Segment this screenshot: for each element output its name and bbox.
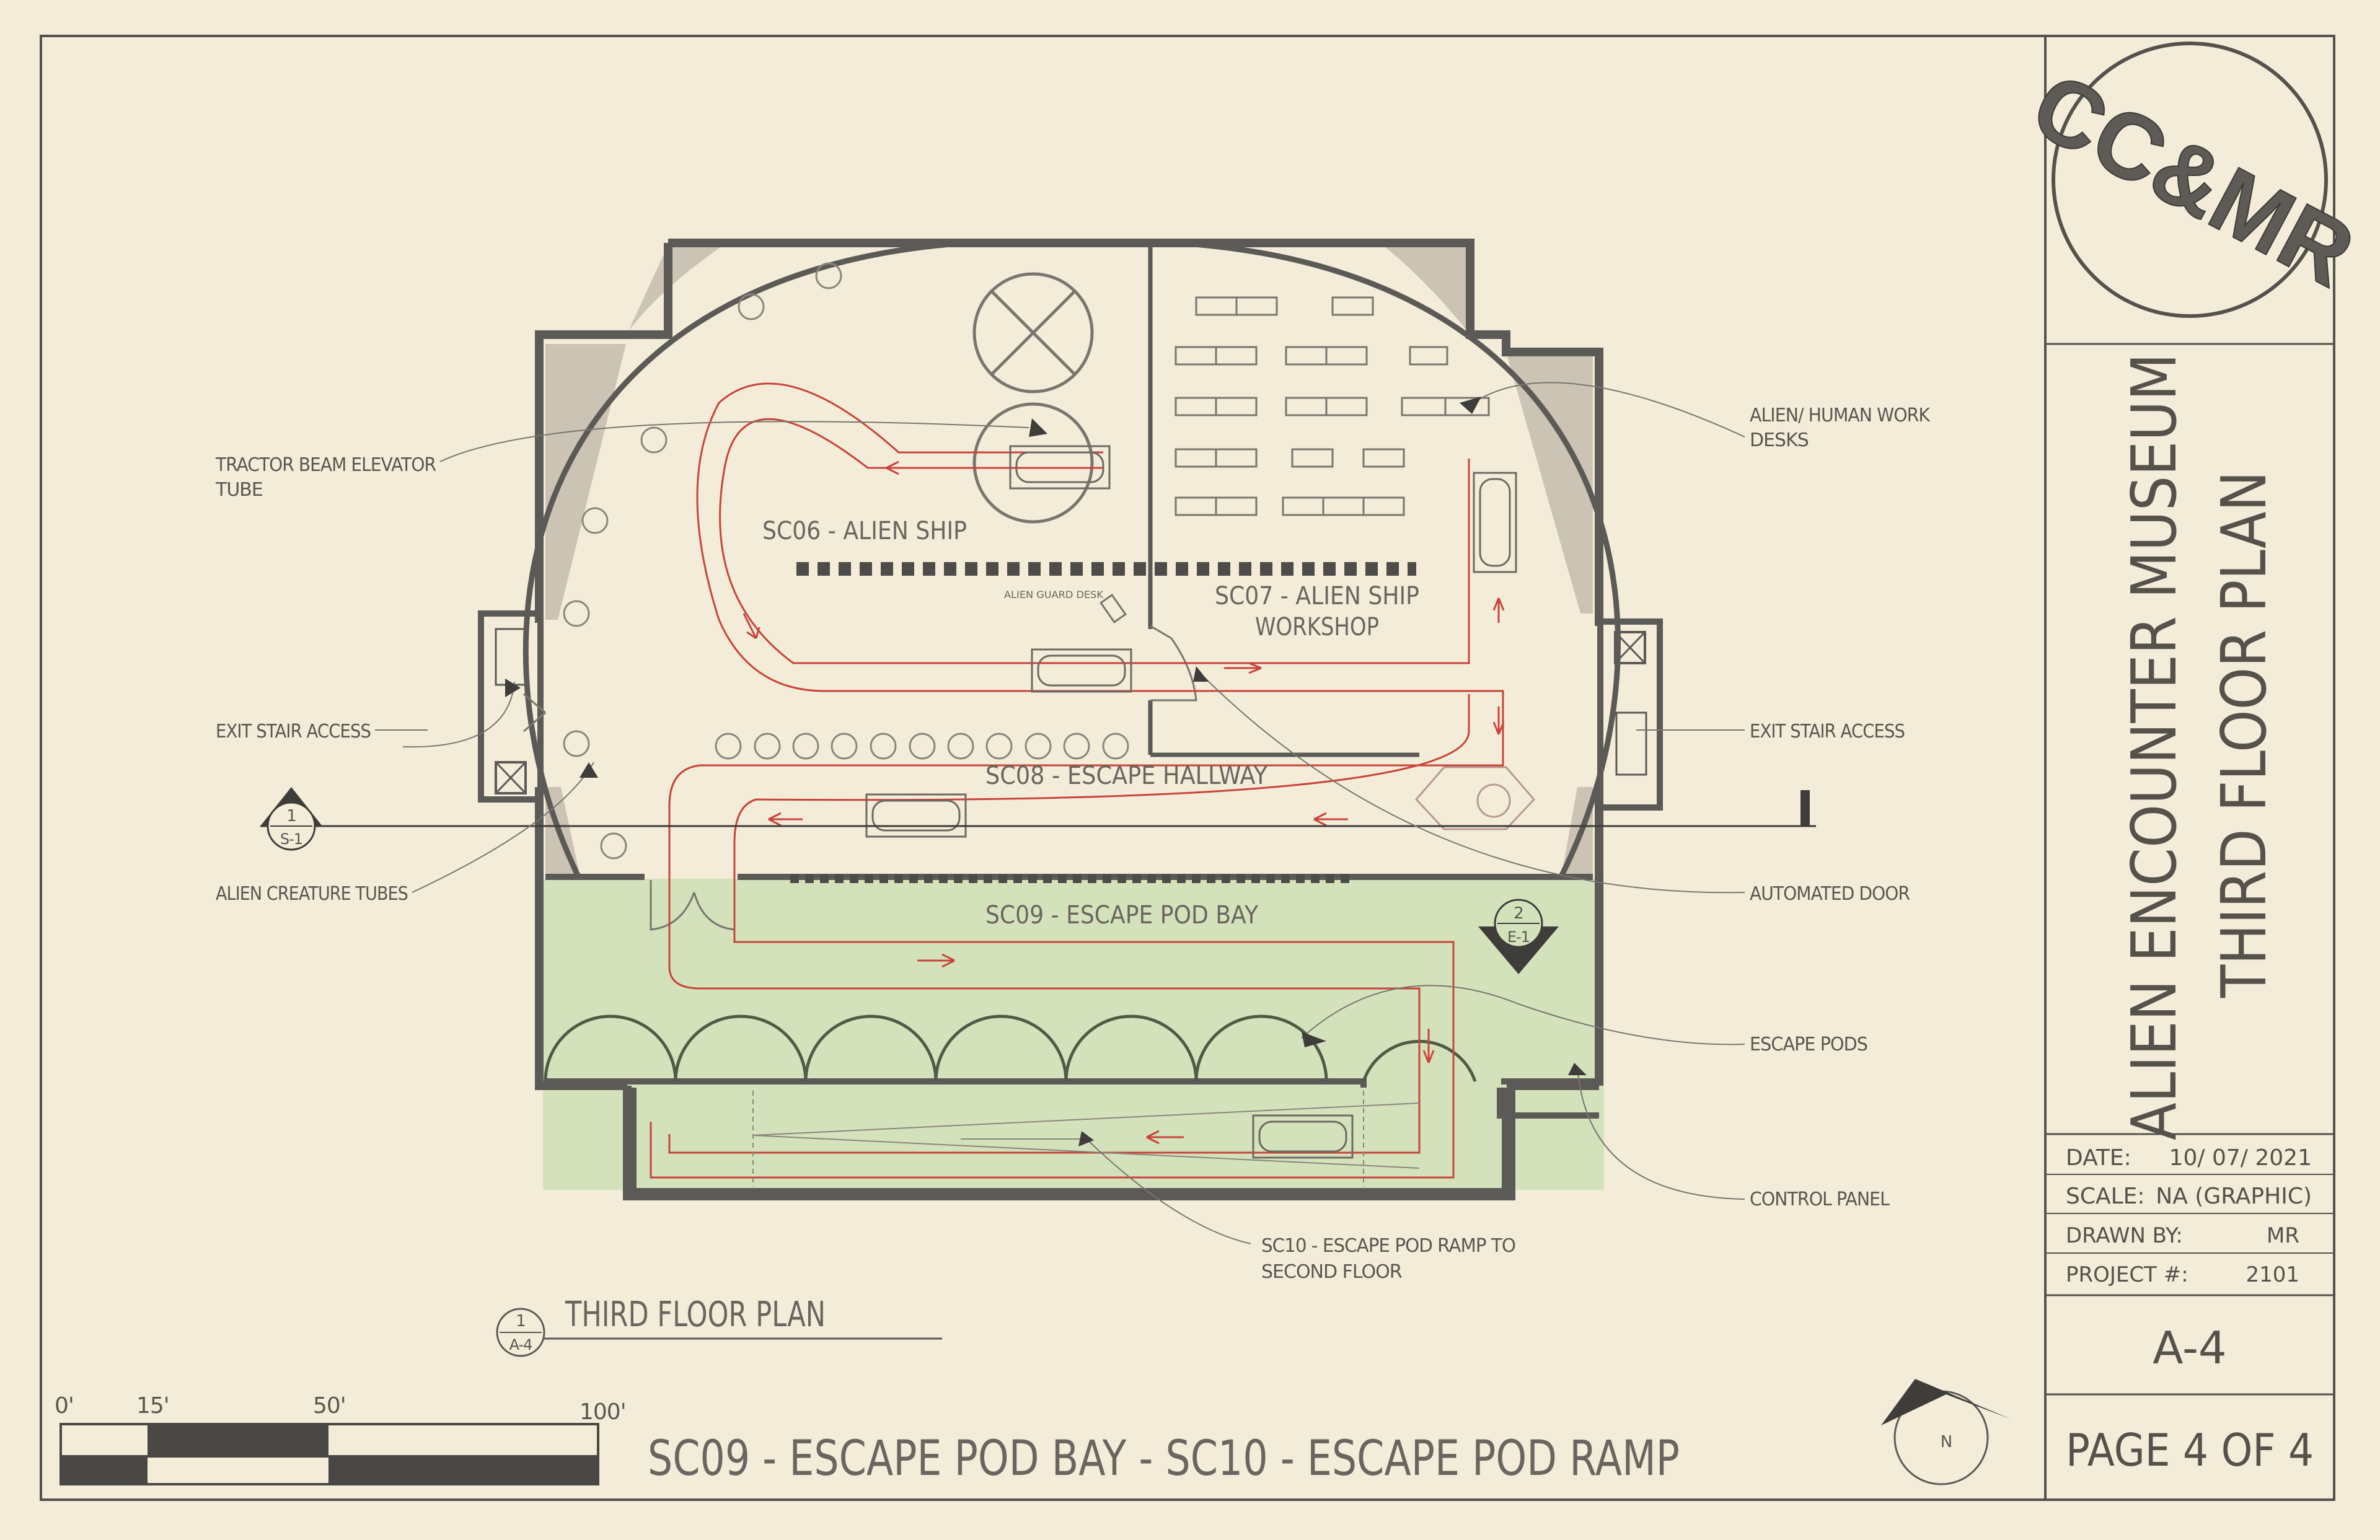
callout-creature-tubes: ALIEN CREATURE TUBES [216,883,408,905]
ride-path [650,382,1504,1179]
room-label-sc08: SC08 - ESCAPE HALLWAY [985,762,1268,790]
scale-label: SCALE: [2066,1184,2145,1209]
room-label-sc09: SC09 - ESCAPE POD BAY [985,901,1259,930]
leader-arrowheads [505,397,1587,1146]
room-label-sc07-line1: SC07 - ALIEN SHIP [1215,582,1419,610]
scale-tick-15: 15' [136,1393,169,1419]
date-value: 10/ 07/ 2021 [2169,1145,2312,1171]
callout-control-panel: CONTROL PANEL [1750,1189,1890,1210]
project-title: ALIEN ENCOUNTER MUSEUM [2118,353,2190,1140]
logo-text: CC&MR [2016,52,2371,306]
tractor-beam-tubes [972,272,1094,524]
corner-infill-top-right [1382,245,1470,335]
workshop-walls [1148,245,1419,757]
creature-tubes-arc [563,262,842,860]
project-number-label: PROJECT #: [2066,1262,2188,1287]
callout-tractor-line1: TRACTOR BEAM ELEVATOR [215,454,436,476]
callout-automated-door: AUTOMATED DOOR [1750,883,1910,905]
title-block: CC&MR ALIEN ENCOUNTER MUSEUM THIRD FLOOR… [2016,42,2371,1476]
footer-caption: SC09 - ESCAPE POD BAY - SC10 - ESCAPE PO… [648,1431,1680,1487]
section-marker-left-number: 1 [286,807,296,825]
callout-exit-right: EXIT STAIR ACCESS [1750,721,1905,742]
page-indicator: PAGE 4 OF 4 [2066,1424,2314,1476]
date-label: DATE: [2066,1145,2131,1171]
callout-sc10-line2: SECOND FLOOR [1261,1261,1402,1283]
section-marker-right-number: 2 [1514,904,1523,923]
room-label-sc07-line2: WORKSHOP [1255,613,1379,641]
corner-infill-right [1506,352,1593,614]
logo-seal: CC&MR [2016,42,2371,318]
ramp-lines [752,1091,1420,1187]
section-marker-right: 2 E-1 [1478,899,1559,974]
drawing-title-name: THIRD FLOOR PLAN [565,1295,826,1335]
room-labels: SC06 - ALIEN SHIP SC07 - ALIEN SHIP WORK… [762,517,1419,930]
guard-desk [1100,594,1127,623]
sheet-border [40,35,2335,1501]
section-cut-end [1800,790,1810,826]
drawn-by-value: MR [2267,1223,2299,1248]
creature-tubes-row [715,733,1129,760]
callout-labels: TRACTOR BEAM ELEVATOR TUBE EXIT STAIR AC… [215,405,1931,1283]
scale-tick-0: 0' [55,1393,74,1419]
section-marker-left-sheet: S-1 [280,830,302,848]
drawing-title: 1 A-4 THIRD FLOOR PLAN [496,1295,942,1357]
exterior-walls [535,239,1603,1200]
section-marker-left: 1 S-1 [260,787,322,851]
room-label-sc06: SC06 - ALIEN SHIP [762,517,967,545]
callout-sc10-line1: SC10 - ESCAPE POD RAMP TO [1261,1235,1515,1257]
dome-outline [522,240,1621,877]
door-swings [523,625,1197,931]
graphic-scale-bar: 0' 15' 50' 100' [55,1393,627,1485]
callout-work-desks-line2: DESKS [1750,429,1809,451]
floor-plan [260,239,1816,1244]
scale-value: NA (GRAPHIC) [2156,1184,2312,1209]
work-desks [1175,296,1490,516]
escape-pods [544,1014,1477,1082]
scale-tick-100: 100' [580,1399,626,1425]
drawn-by-label: DRAWN BY: [2066,1223,2183,1248]
automated-door-symbol [1414,766,1536,830]
stair-left [478,610,544,803]
stair-right [1597,618,1663,811]
sheet-number: A-4 [2153,1322,2226,1374]
leader-lines [375,382,1745,1244]
guard-desk-label: ALIEN GUARD DESK [1004,589,1104,601]
ride-vehicles [865,445,1517,1159]
north-arrow: N [1881,1379,2011,1485]
project-number-value: 2101 [2246,1262,2299,1287]
corner-infill-left [545,344,626,620]
drawing-title-sheet: A-4 [509,1336,532,1353]
corner-infill-top-left [626,245,724,337]
callout-exit-left: EXIT STAIR ACCESS [216,721,371,742]
pod-bay-fill [543,879,1604,1190]
callout-work-desks-line1: ALIEN/ HUMAN WORK [1750,405,1931,426]
callout-escape-pods: ESCAPE PODS [1750,1034,1867,1055]
north-label: N [1941,1433,1952,1451]
callout-tractor-line2: TUBE [215,479,263,501]
drawing-title-number: 1 [516,1312,526,1331]
ride-path-arrows [743,460,1505,1145]
sheet-title: THIRD FLOOR PLAN [2208,471,2280,998]
section-marker-right-sheet: E-1 [1507,928,1530,946]
scale-tick-50: 50' [313,1393,346,1419]
